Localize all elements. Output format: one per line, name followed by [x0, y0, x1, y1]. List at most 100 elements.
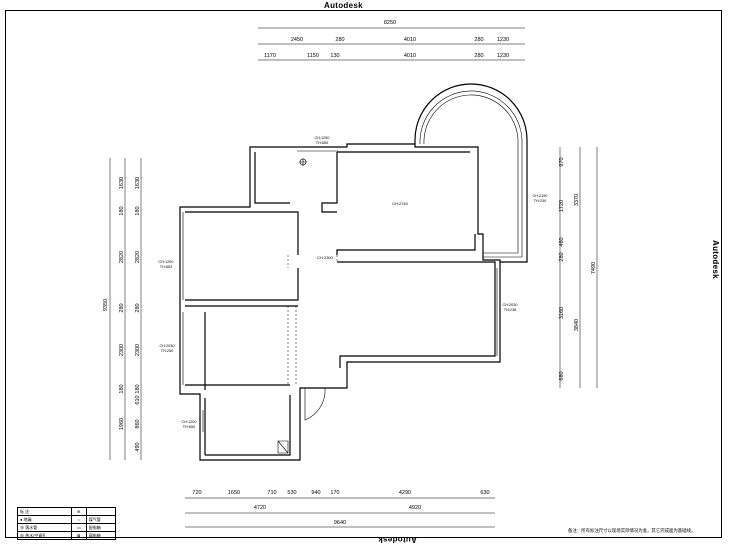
brand-top: Autodesk	[324, 1, 363, 10]
opening-label: CH:1200	[182, 420, 197, 424]
dimension-label: 280	[559, 252, 565, 261]
legend-table: 标 注 ⊕ ● 地漏 ○ 煤气管 ⊕ 落水管 ▭ 配电箱 ⊗ 热水/空调孔 ⊠ …	[17, 507, 117, 540]
bay-arch	[423, 94, 519, 254]
fixture	[277, 440, 289, 454]
passage-line	[287, 306, 297, 385]
inner-wall	[254, 152, 290, 204]
opening-label: CH:2030	[503, 303, 518, 307]
dimension-label: 1630	[135, 177, 141, 189]
dimension-label: 1150	[307, 53, 319, 59]
inner-wall	[336, 234, 476, 255]
dimension-label: 2450	[291, 37, 303, 43]
bay-arch	[419, 90, 523, 258]
dimension-label: 130	[330, 53, 339, 59]
room-label-passage: CH:2300	[317, 255, 334, 260]
door-swing	[304, 387, 326, 421]
opening-label: CH:1250	[159, 260, 174, 264]
dimension-label: 1230	[497, 53, 509, 59]
dimension-label: 1650	[228, 490, 240, 496]
legend-item: ● 地漏	[17, 515, 72, 524]
footer-note: 备注：所有标注尺寸以现场实际情况为准，其它完成面为基础线。	[568, 528, 696, 533]
dimension-label: 180	[119, 206, 125, 215]
dimension-label: 1230	[497, 37, 509, 43]
opening-label: TH:653	[160, 265, 172, 269]
inner-wall	[321, 152, 338, 213]
opening-label: TH:650	[316, 141, 328, 145]
dimension-label: 4010	[404, 37, 416, 43]
opening-label: TH:650	[183, 425, 195, 429]
floor-drain-symbol	[299, 158, 307, 166]
dimension-total: 9640	[334, 520, 346, 526]
dimension-label: 4290	[399, 490, 411, 496]
dimension-label: 3160	[559, 307, 565, 319]
dimension-label: 2820	[119, 251, 125, 263]
dimension-label: 1170	[264, 53, 276, 59]
legend-item: 煤气管	[85, 515, 117, 524]
dimension-label: 860	[135, 419, 141, 428]
window	[199, 410, 204, 432]
dimension-lines	[109, 27, 598, 528]
drawing-frame	[5, 10, 722, 538]
dimension-label: 530	[287, 490, 296, 496]
dimension-label: 280	[474, 53, 483, 59]
dimension-label: 180	[135, 206, 141, 215]
window	[496, 268, 501, 356]
window	[297, 146, 338, 152]
dimension-label: 280	[474, 37, 483, 43]
opening-label: TH:238	[504, 308, 516, 312]
dimension-label: 610	[135, 395, 141, 404]
dimension-label: 2300	[119, 344, 125, 356]
legend-header: 标 注	[17, 507, 72, 516]
dimension-label: 3840	[574, 319, 580, 331]
dimension-label: 720	[192, 490, 201, 496]
dimension-label: 280	[335, 37, 344, 43]
legend-item: ⊠	[70, 531, 87, 540]
dimension-total: 7490	[591, 262, 597, 274]
legend-item: ⊕ 落水管	[17, 523, 72, 532]
legend-item: ⊗ 热水/空调孔	[17, 531, 72, 540]
room-label-living: CH:2740	[392, 201, 409, 206]
inner-wall	[337, 261, 496, 368]
dimension-label: 1960	[119, 418, 125, 430]
legend-item: ▭	[70, 523, 87, 532]
dimension-label: 3370	[574, 194, 580, 206]
dimension-label: 180	[119, 384, 125, 393]
dimension-label: 940	[311, 490, 320, 496]
dimension-label: 710	[267, 490, 276, 496]
dimension-label: 2300	[135, 344, 141, 356]
window	[179, 312, 184, 385]
legend-item: 弱电箱	[85, 531, 117, 540]
dimension-label: 490	[135, 442, 141, 451]
legend-item: 配电箱	[85, 523, 117, 532]
legend-header-blank	[85, 507, 117, 516]
dimension-label: 180	[135, 384, 141, 393]
outer-wall	[179, 143, 501, 461]
dimension-label: 4010	[404, 53, 416, 59]
window	[179, 212, 184, 300]
dimension-label: 630	[480, 490, 489, 496]
opening-label: TH:230	[534, 199, 546, 203]
dimension-label: 970	[559, 157, 565, 166]
opening-label: TH:250	[161, 349, 173, 353]
bay-arch	[414, 83, 528, 263]
dimension-label: 280	[135, 303, 141, 312]
dimension-label: 2820	[135, 251, 141, 263]
inner-wall	[205, 395, 291, 456]
dimension-label: 170	[330, 490, 339, 496]
opening-label: CH:2150	[533, 194, 548, 198]
inner-wall	[185, 211, 299, 255]
dimension-label: 1630	[119, 177, 125, 189]
dimension-label: 680	[559, 371, 565, 380]
inner-wall	[185, 268, 299, 301]
dimension-label: 1720	[559, 200, 565, 212]
opening-label: CH:2030	[160, 344, 175, 348]
dimension-label: 280	[119, 303, 125, 312]
dimension-label: 4720	[254, 505, 266, 511]
legend-item: ○	[70, 515, 87, 524]
dimension-label: 460	[559, 237, 565, 246]
dimension-total: 8250	[384, 20, 396, 26]
dimension-total: 9350	[103, 299, 109, 311]
opening-label: CH:1250	[315, 136, 330, 140]
